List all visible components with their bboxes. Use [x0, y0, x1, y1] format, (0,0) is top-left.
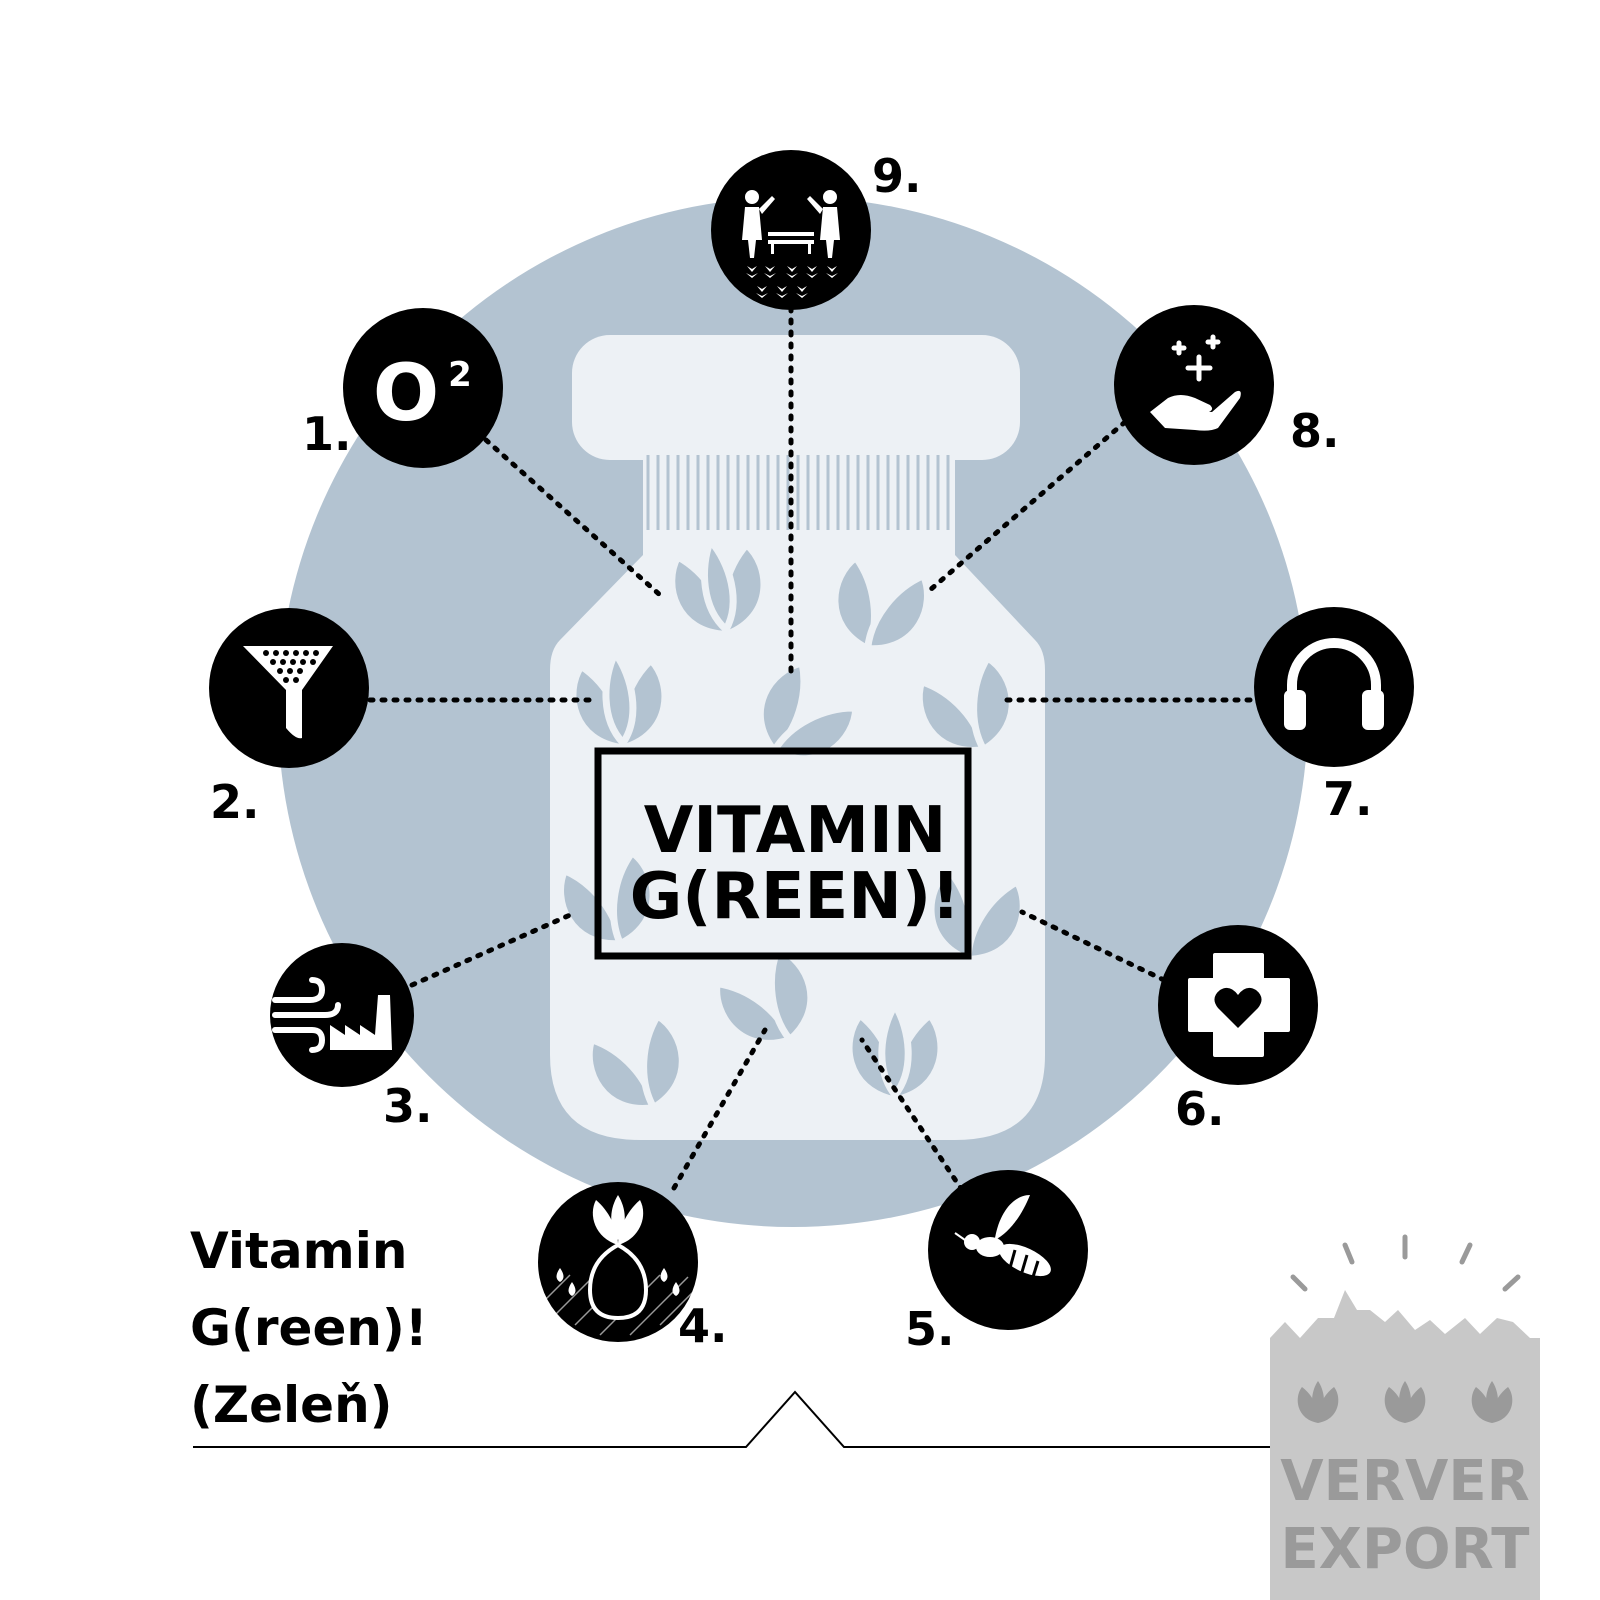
oxygen-o2-superscript: 2	[448, 355, 472, 395]
item-7-number: 7.	[1323, 772, 1372, 826]
center-label-line2: G(REEN)!	[630, 860, 961, 934]
item-3-number: 3.	[383, 1079, 432, 1133]
item-7: 7.	[1254, 607, 1414, 826]
health-cross-heart-icon	[1188, 953, 1290, 1057]
caption-underline	[193, 1390, 1285, 1448]
caption: Vitamin G(reen)! (Zeleň)	[190, 1222, 428, 1434]
logo-line2: EXPORT	[1281, 1517, 1530, 1582]
item-4: 4.	[538, 1182, 727, 1353]
item-5-number: 5.	[905, 1302, 954, 1356]
item-6-number: 6.	[1175, 1082, 1224, 1136]
caption-line1: Vitamin	[190, 1222, 407, 1280]
item-5: 5.	[905, 1170, 1088, 1356]
item-4-number: 4.	[678, 1299, 727, 1353]
item-3-circle	[270, 943, 414, 1087]
item-8: 8.	[1114, 305, 1339, 465]
item-8-number: 8.	[1290, 404, 1339, 458]
item-9-circle	[711, 150, 871, 310]
item-2: 2.	[209, 608, 369, 829]
oxygen-o2-icon: O	[373, 349, 439, 439]
connectors	[367, 305, 1253, 1193]
logo-line1: VERVER	[1280, 1449, 1529, 1514]
people-bench-flowers-icon	[742, 190, 840, 298]
center-label: VITAMIN G(REEN)!	[594, 747, 972, 960]
item-9-number: 9.	[872, 149, 921, 203]
item-1: O 2 1.	[302, 308, 503, 468]
filter-funnel-icon	[243, 646, 333, 739]
item-8-circle	[1114, 305, 1274, 465]
plant-water-icon	[544, 1195, 696, 1336]
caption-line3: (Zeleň)	[190, 1376, 393, 1434]
bee-icon	[954, 1195, 1051, 1278]
item-7-circle	[1254, 607, 1414, 767]
caption-line2: G(reen)!	[190, 1299, 428, 1357]
ververexport-logo: VERVER EXPORT	[1270, 1234, 1540, 1600]
center-label-line1: VITAMIN	[644, 794, 947, 868]
item-3: 3.	[270, 943, 432, 1133]
item-1-circle	[343, 308, 503, 468]
item-9: 9.	[711, 149, 921, 310]
item-2-number: 2.	[210, 775, 259, 829]
wind-factory-icon	[272, 977, 392, 1053]
headphones-icon	[1284, 638, 1384, 730]
item-6: 6.	[1158, 925, 1318, 1136]
item-1-number: 1.	[302, 407, 351, 461]
hand-plus-icon	[1150, 334, 1241, 431]
